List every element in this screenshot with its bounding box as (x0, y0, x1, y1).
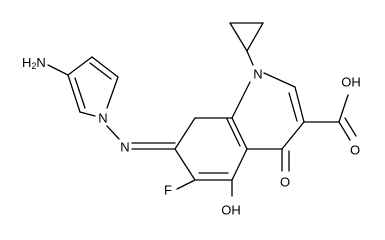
bond-n-c2 (263, 72, 296, 88)
ring-nitrogen-label: N (253, 67, 262, 82)
bond-c4a-c8a-double (226, 118, 241, 147)
fluorine-label: F (164, 183, 172, 198)
bond-pyrrole-c3-c2 (67, 74, 81, 113)
bond-pyrrole-c2-n (79, 111, 96, 117)
bond-pyrrole-n-c5 (106, 76, 119, 109)
imine-nitrogen-label: N (120, 140, 129, 155)
bond-carboxyl-o (338, 121, 351, 141)
carboxylic-hydroxyl-label: OH (341, 75, 361, 90)
amino-n: N (36, 55, 45, 70)
atom-label-layer: N N N H2N F OH O OH O (22, 55, 361, 218)
amino-group-label: H2N (22, 55, 46, 72)
bond-pyrrole-c5-c4 (91, 56, 119, 78)
bond-carboxyl-o-double (344, 117, 357, 137)
bond-c2-c3 (294, 86, 305, 123)
bond-c7-c6 (174, 148, 196, 181)
bond-cyclopropyl-n (246, 50, 254, 66)
carboxylic-oxygen-label: O (350, 143, 360, 158)
bond-c5-c4a (231, 148, 248, 181)
bond-c8-c7 (174, 117, 196, 150)
hydroxyl-label: OH (221, 203, 241, 218)
bond-layer (47, 22, 357, 197)
bond-cyclopropyl-3 (246, 22, 264, 52)
bond-pyrrole-c3-nh2 (47, 64, 69, 76)
ketone-oxygen-label: O (280, 175, 290, 190)
bond-cyclopropyl-2 (229, 22, 248, 52)
bond-c3-c4 (281, 121, 305, 150)
bond-carboxyl-oh (338, 94, 349, 123)
bond-pyrrole-c3-c2-double (74, 77, 86, 109)
chemical-structure: N N N H2N F OH O OH O (22, 22, 361, 218)
bond-imine-n-pyrrole-n (106, 125, 120, 140)
bond-pyrrole-c5-c4-double (89, 62, 112, 80)
amino-subscript: 2 (31, 61, 36, 71)
bond-c4a-c8a (231, 117, 248, 150)
bond-c8a-n (231, 81, 251, 119)
bond-c2-c3-double (288, 92, 298, 122)
amino-h: H (22, 55, 31, 70)
pyrrole-nitrogen-label: N (98, 111, 107, 126)
bond-pyrrole-c4-c3 (67, 56, 93, 76)
bond-c6-f (176, 179, 196, 190)
